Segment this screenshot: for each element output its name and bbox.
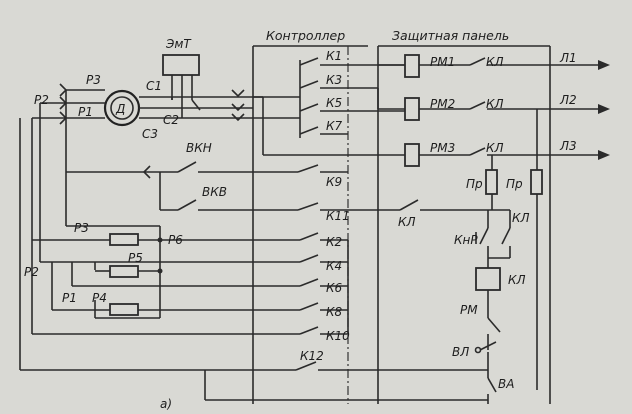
panel-header: Защитная панель (392, 28, 509, 43)
rotor-p2-bottom: Р2 (24, 265, 39, 279)
controller-contacts-top: К1 К3 К5 К7 (253, 49, 405, 138)
line-l2: Л2 (559, 93, 577, 107)
limit-switch-circuit: ВКН ВКВ (66, 141, 298, 211)
resistor-p5: Р5 (128, 251, 143, 265)
fuse-left: Пр (466, 177, 483, 191)
contact-k8: К8 (326, 305, 343, 319)
rotor-wiring: Р3 Р2 Р1 (31, 73, 105, 262)
bottom-circuit: К12 а) (20, 349, 488, 411)
figure-caption: а) (160, 397, 172, 411)
contact-k7: К7 (326, 119, 343, 133)
relay-rm1: РМ1 (430, 55, 455, 69)
resistor-p6: Р6 (168, 233, 183, 247)
stator-wiring: С1 С2 С3 (139, 79, 430, 156)
overcurrent-relays: РМ1 РМ2 РМ3 (377, 54, 470, 167)
control-circuit: КЛ КнР КЛ РМ ВЛ ВА (452, 209, 530, 404)
rotor-p3-bottom: Р3 (74, 221, 89, 235)
rm-contact: РМ (460, 303, 478, 317)
resistor-p4: Р4 (92, 291, 107, 305)
terminal-c2: С2 (163, 113, 179, 127)
controller-header: Контроллер (266, 28, 345, 43)
rotor-resistors: Р3 Р6 Р2 Р5 Р1 Р4 (19, 118, 300, 370)
terminal-c3: С3 (142, 127, 158, 141)
relay-rm2: РМ2 (430, 97, 455, 111)
motor: Д (103, 89, 141, 127)
line-l3: Л3 (559, 139, 577, 153)
line-contactor-mains: КЛ КЛ КЛ Л1 Л2 Л3 (469, 51, 610, 160)
contact-k10: К10 (326, 329, 350, 343)
contact-k12: К12 (300, 349, 324, 363)
brake-label: ЭмТ (165, 37, 192, 51)
kl-hold-contact: КЛ (512, 211, 530, 225)
contact-k1: К1 (326, 49, 342, 63)
limit-switch-down: ВКВ (202, 185, 227, 199)
kl-main-3: КЛ (486, 141, 504, 155)
brake-coil: ЭмТ (162, 37, 200, 115)
kl-main-2: КЛ (486, 97, 504, 111)
contact-k11: К11 (326, 209, 350, 223)
kl-control-contact: КЛ (398, 215, 416, 229)
vl-switch: ВЛ (452, 345, 469, 359)
terminal-c1: С1 (146, 79, 162, 93)
controller-frame (252, 45, 368, 404)
control-fuses: Пр Пр (466, 109, 543, 390)
contact-k2: К2 (326, 235, 342, 249)
motor-label: Д (115, 102, 125, 116)
kl-main-1: КЛ (486, 55, 504, 69)
controller-contacts-middle: К9 К11 КЛ (297, 164, 488, 229)
controller-contacts-bottom: К2 К4 К6 К8 К10 (299, 232, 350, 343)
rotor-p3-top: Р3 (86, 73, 101, 87)
line-l1: Л1 (559, 51, 577, 65)
contact-k3: К3 (326, 73, 342, 87)
contact-k5: К5 (326, 96, 342, 110)
limit-switch-up: ВКН (186, 141, 212, 155)
rotor-p2-top: Р2 (34, 93, 49, 107)
kl-coil: КЛ (508, 273, 526, 287)
va-switch: ВА (498, 377, 514, 391)
relay-rm3: РМ3 (430, 141, 455, 155)
reset-button: КнР (454, 233, 478, 247)
rotor-p1-bottom: Р1 (62, 291, 77, 305)
rotor-p1-top: Р1 (78, 105, 93, 119)
contact-k4: К4 (326, 259, 342, 273)
fuse-right: Пр (506, 177, 523, 191)
contact-k9: К9 (326, 175, 342, 189)
contact-k6: К6 (326, 281, 343, 295)
